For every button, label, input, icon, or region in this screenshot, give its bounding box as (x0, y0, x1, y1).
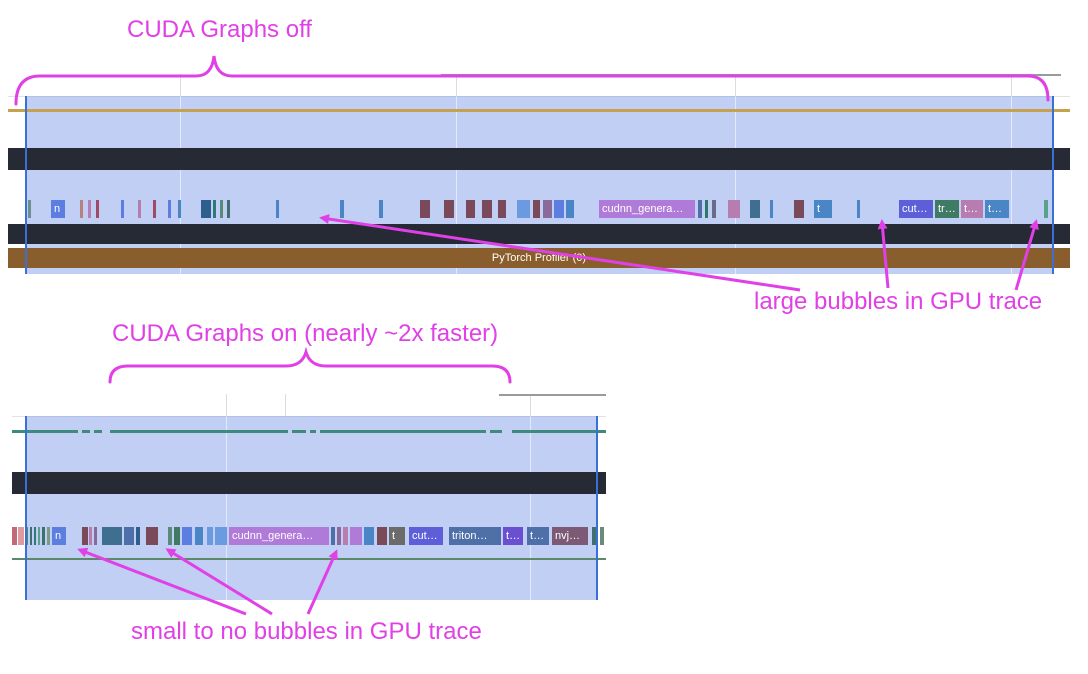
track-line-bottom (12, 558, 606, 560)
kernel-event[interactable]: t… (503, 527, 523, 545)
top-annotation: large bubbles in GPU trace (754, 288, 1043, 315)
kernel-event[interactable]: t… (961, 200, 983, 218)
gpu-trace-track[interactable]: n cudnn_genera… t cut… triton… t… tr… nv… (12, 527, 606, 547)
cpu-track-line (8, 109, 1070, 112)
range-start-marker[interactable] (25, 416, 27, 600)
kernel-event[interactable]: cut… (899, 200, 933, 218)
gpu-trace-track[interactable]: n cudnn_genera… t cut… (8, 200, 1070, 220)
kernel-event[interactable]: n (51, 200, 65, 218)
range-end-marker[interactable] (1052, 96, 1054, 274)
bottom-annotation: small to no bubbles in GPU trace (131, 618, 482, 645)
time-ruler[interactable] (8, 74, 1070, 97)
kernel-event[interactable]: triton… (449, 527, 501, 545)
time-ruler[interactable] (12, 394, 606, 417)
selected-range[interactable] (25, 416, 598, 600)
dark-track (8, 148, 1070, 170)
dark-track (12, 472, 606, 494)
top-title: CUDA Graphs off (127, 16, 312, 43)
kernel-event[interactable]: cut… (409, 527, 443, 545)
kernel-event[interactable]: nvj… (552, 527, 588, 545)
kernel-event[interactable]: n (52, 527, 66, 545)
range-end-marker[interactable] (596, 416, 598, 600)
cpu-track-line (12, 430, 606, 433)
trace-panel-on[interactable]: n cudnn_genera… t cut… triton… t… tr… nv… (12, 394, 606, 600)
range-start-marker[interactable] (25, 96, 27, 274)
kernel-event[interactable]: tr… (527, 527, 549, 545)
bottom-title: CUDA Graphs on (nearly ~2x faster) (112, 320, 499, 347)
kernel-event[interactable]: cudnn_genera… (229, 527, 329, 545)
pytorch-profiler-bar[interactable]: PyTorch Profiler (0) (8, 248, 1070, 268)
kernel-event[interactable]: t (814, 200, 832, 218)
kernel-event[interactable]: cudnn_genera… (599, 200, 695, 218)
kernel-event[interactable]: t… (985, 200, 1009, 218)
dark-track-2 (8, 224, 1070, 244)
kernel-event[interactable]: tr… (935, 200, 959, 218)
trace-panel-off[interactable]: n cudnn_genera… t cut… (8, 74, 1070, 274)
kernel-event[interactable]: t (389, 527, 405, 545)
bottom-brace (108, 346, 512, 384)
